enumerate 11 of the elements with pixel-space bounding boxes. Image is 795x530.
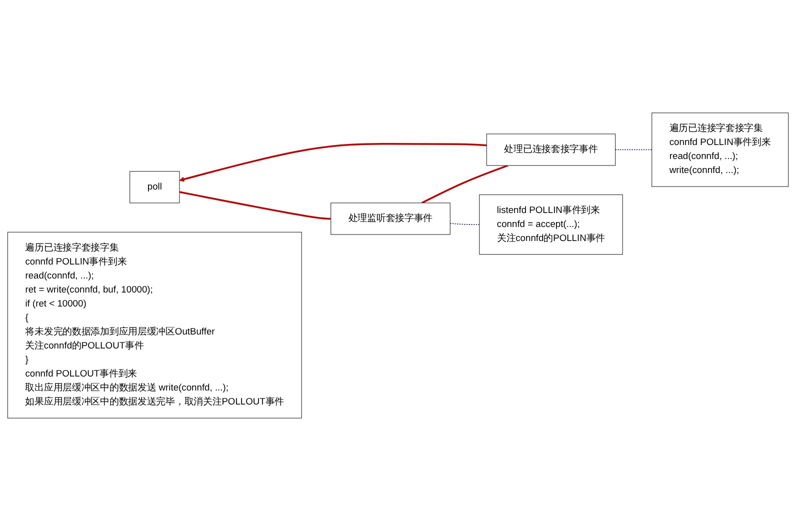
node-box: 处理监听套接字事件 (330, 202, 450, 234)
node-box: 遍历已连接字套接字集 connfd POLLIN事件到来 read(connfd, ...); ret = write(connfd, buf, 10000); if (ret < 10000) { 将未发完的数据添加到应用层缓冲区OutBuffer 关注connfd的POLLOUT事件 } connfd POLLOUT事件到来 取出应用层缓冲区中的数据发送 write(connfd, ...); 如果应用层缓冲区中的数据发送完毕，取消关注POLLOUT事件 (6, 231, 302, 418)
connector (420, 164, 508, 204)
node-box: 遍历已连接字套接字集 connfd POLLIN事件到来 read(connfd, ...); write(connfd, ...); (651, 112, 788, 186)
connector (449, 222, 480, 224)
node-box: 处理已连接套接字事件 (486, 133, 616, 166)
connector (178, 190, 330, 220)
node-box: listenfd POLLIN事件到来 connfd = accept(...); 关注connfd的POLLIN事件 (478, 194, 622, 254)
node-box: poll (129, 170, 180, 203)
connector (614, 148, 652, 150)
arrow (178, 142, 486, 182)
